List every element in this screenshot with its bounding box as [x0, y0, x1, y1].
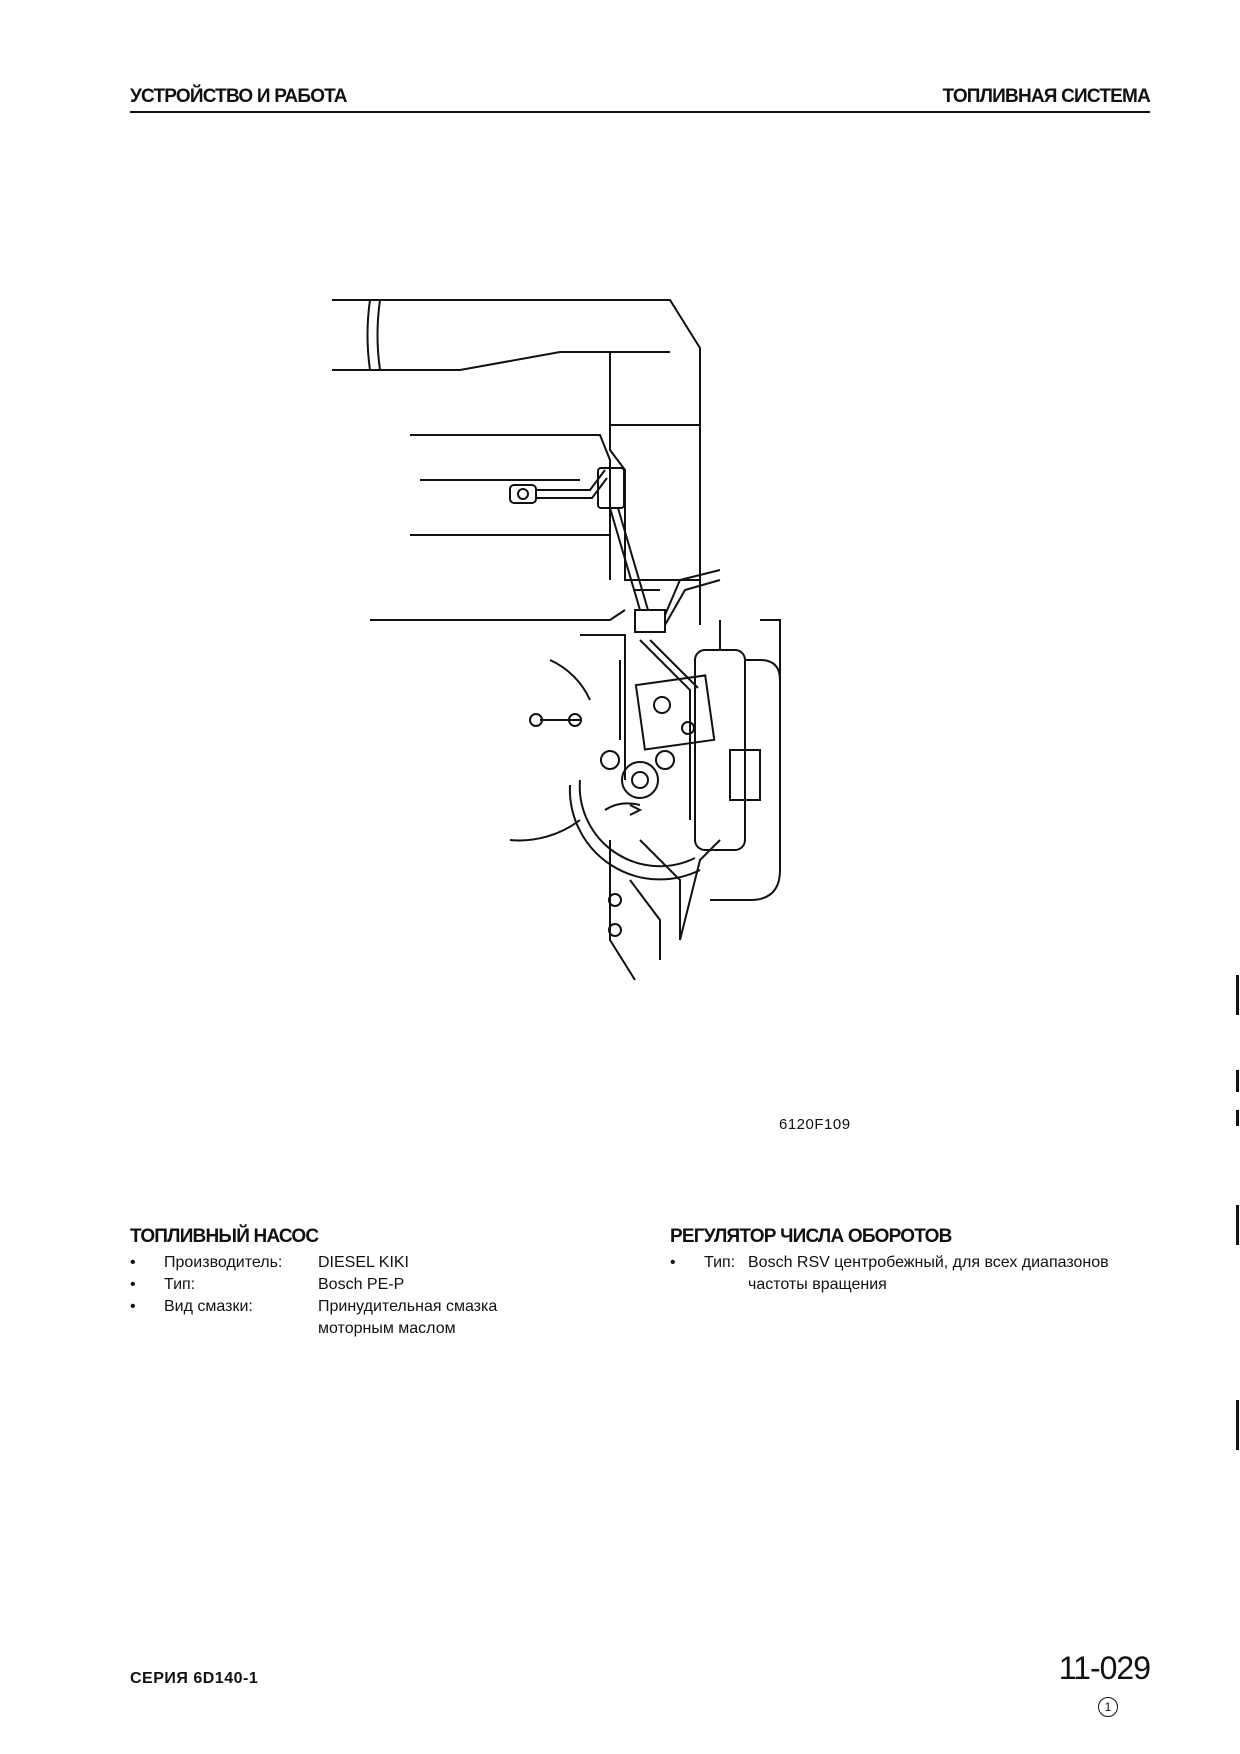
item-value: Принудительная смазка моторным маслом [318, 1298, 498, 1337]
edge-mark [1236, 1110, 1239, 1126]
header-rule [130, 111, 1150, 113]
item-label: Вид смазки: [164, 1298, 253, 1315]
figure-code: 6120F109 [779, 1116, 851, 1133]
edge-mark [1236, 1400, 1239, 1450]
item-label: Производитель: [164, 1254, 283, 1271]
list-item: • Вид смазки: Принудительная смазка мото… [130, 1296, 570, 1340]
header-left-title: УСТРОЙСТВО И РАБОТА [130, 86, 348, 107]
revision-badge: 1 [1098, 1697, 1118, 1717]
governor-title: РЕГУЛЯТОР ЧИСЛА ОБОРОТОВ [670, 1226, 952, 1247]
governor-section: РЕГУЛЯТОР ЧИСЛА ОБОРОТОВ • Тип: Bosch RS… [670, 1226, 1140, 1296]
page-number: 11-029 [1058, 1650, 1151, 1686]
edge-mark [1236, 1070, 1239, 1092]
fuel-pump-drawing [332, 299, 781, 981]
item-label: Тип: [704, 1254, 736, 1271]
item-value: Bosch RSV центробежный, для всех диапазо… [748, 1254, 1109, 1293]
header-right-title: ТОПЛИВНАЯ СИСТЕМА [942, 86, 1150, 107]
item-label: Тип: [164, 1276, 196, 1293]
fuel-pump-title: ТОПЛИВНЫЙ НАСОС [130, 1226, 319, 1247]
item-value: Bosch PE-P [318, 1276, 405, 1293]
item-value: DIESEL KIKI [318, 1254, 409, 1271]
fuel-pump-section: ТОПЛИВНЫЙ НАСОС • Производитель: DIESEL … [130, 1226, 570, 1340]
bullet-icon: • [670, 1254, 676, 1271]
list-item: • Тип: Bosch PE-P [130, 1274, 570, 1296]
edge-mark [1236, 975, 1239, 1015]
bullet-icon: • [130, 1298, 136, 1315]
list-item: • Тип: Bosch RSV центробежный, для всех … [670, 1252, 1140, 1296]
series-label: СЕРИЯ 6D140-1 [130, 1670, 259, 1687]
edge-mark [1236, 1205, 1239, 1245]
bullet-icon: • [130, 1254, 136, 1271]
list-item: • Производитель: DIESEL KIKI [130, 1252, 570, 1274]
bullet-icon: • [130, 1276, 136, 1293]
